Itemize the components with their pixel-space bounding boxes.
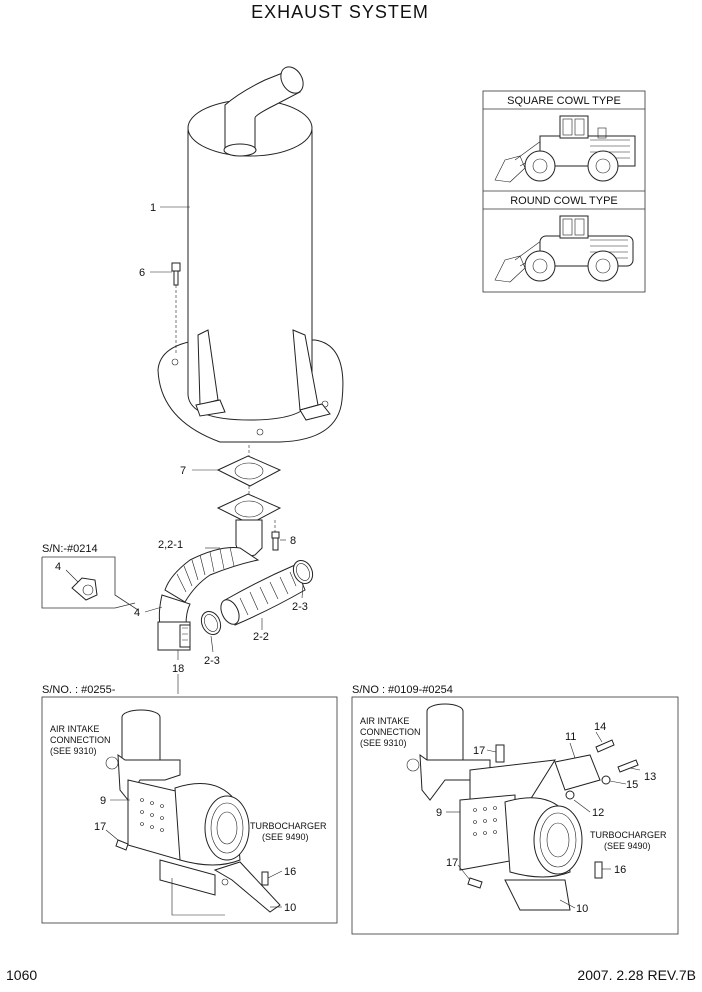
callout-6: 6 [139,267,145,279]
bolt-part-8 [271,520,280,551]
callout-left-9: 9 [100,795,106,807]
callout-2-3-left: 2-3 [204,655,220,667]
callout-right-11: 11 [565,731,576,743]
serial-range-0109-0254: S/NO : #0109-#0254 [352,684,453,696]
date-revision: 2007. 2.28 REV.7B [577,967,696,983]
turbocharger-note-left-2: (SEE 9490) [262,832,309,842]
callout-right-12: 12 [592,807,604,819]
air-intake-note-left-3: (SEE 9310) [50,746,97,756]
callout-right-10: 10 [576,903,588,915]
callout-right-14: 14 [594,721,606,733]
bolt-part-6 [171,262,181,355]
flexible-pipe-part [157,493,282,651]
turbo-assembly-left [105,709,281,916]
turbo-assembly-right [406,703,639,911]
page-title: EXHAUST SYSTEM [251,2,429,22]
callout-8: 8 [290,535,296,547]
page-number: 1060 [6,967,37,983]
callout-2-2-1: 2,2-1 [158,539,183,551]
turbocharger-note-left-1: TURBOCHARGER [250,821,327,831]
hose-clamp-part-right [292,559,314,585]
air-intake-note-left-1: AIR INTAKE [50,724,99,734]
cowl-type-inset: SQUARE COWL TYPE ROUND COWL TYPE [482,90,646,293]
callout-1: 1 [150,202,156,214]
callout-2-2: 2-2 [253,631,269,643]
callout-right-13: 13 [644,771,656,783]
hose-clamp-part-left [200,610,222,636]
air-intake-note-left-2: CONNECTION [50,735,111,745]
heat-shield-part [220,564,306,626]
callout-4: 4 [134,607,140,619]
round-cowl-label: ROUND COWL TYPE [510,195,618,207]
serial-up-to-0214: S/N:-#0214 [42,543,98,555]
callout-right-17-bottom: 17 [446,857,458,869]
serial-from-0255: S/NO. : #0255- [42,684,116,696]
air-intake-note-right-3: (SEE 9310) [360,738,407,748]
callout-2-3-right: 2-3 [292,601,308,613]
leader-lines [65,206,641,909]
callout-left-16: 16 [284,866,296,878]
callout-right-16: 16 [614,864,626,876]
square-cowl-label: SQUARE COWL TYPE [507,95,621,107]
callout-7: 7 [180,465,186,477]
callout-right-15: 15 [626,779,638,791]
muffler-part [157,66,344,443]
callout-right-9: 9 [436,807,442,819]
air-intake-note-right-2: CONNECTION [360,727,421,737]
turbocharger-note-right-1: TURBOCHARGER [590,830,667,840]
turbocharger-note-right-2: (SEE 9490) [604,841,651,851]
callout-right-17-top: 17 [473,745,485,757]
wheel-loader-round-cowl-drawing [494,215,634,283]
shackle-inset: S/N:-#0214 [41,543,139,611]
wheel-loader-square-cowl-drawing [494,115,636,183]
callout-left-17: 17 [94,821,106,833]
gasket-part-7 [216,455,282,487]
callout-4-inset: 4 [55,561,61,573]
callout-18: 18 [172,663,184,675]
air-intake-note-right-1: AIR INTAKE [360,716,409,726]
callout-left-10: 10 [284,902,296,914]
